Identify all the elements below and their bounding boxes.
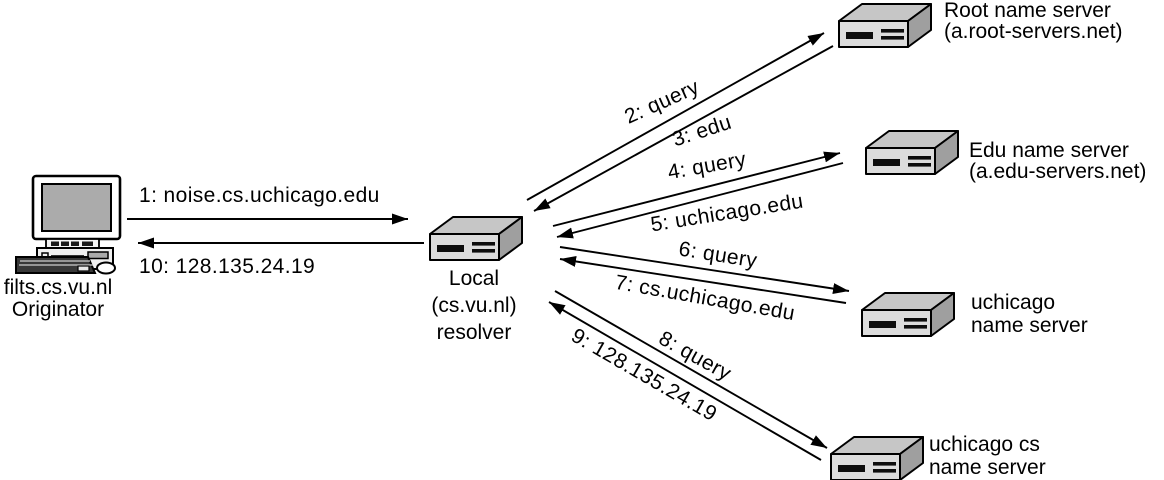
uchicagocs-server-label: uchicago cs name server xyxy=(929,433,1046,479)
uchicago-server-label: uchicago name server xyxy=(971,291,1088,337)
resolver-label: Local (cs.vu.nl) resolver xyxy=(431,267,517,344)
resolver-server-icon xyxy=(429,216,523,261)
arrow-2-resolver-to-root xyxy=(526,32,825,201)
uchicago-server-icon xyxy=(861,292,955,337)
arrow-9-uchicagocs-to-resolver xyxy=(548,301,822,461)
originator-role: Originator xyxy=(11,298,105,321)
mouse xyxy=(96,261,116,275)
arrow-7-uchicago-to-resolver xyxy=(559,255,847,304)
message-1-label: 1: noise.cs.uchicago.edu xyxy=(139,184,380,207)
originator-label: filts.cs.vu.nl Originator xyxy=(4,277,113,321)
edu-server-icon xyxy=(865,130,959,175)
arrow-3-root-to-resolver xyxy=(533,45,834,212)
monitor-screen xyxy=(41,183,112,232)
root-server-label: Root name server (a.root-servers.net) xyxy=(944,0,1123,43)
arrow-4-resolver-to-edu xyxy=(552,151,841,227)
message-10-label: 10: 128.135.24.19 xyxy=(139,255,316,278)
arrow-8-resolver-to-uchicagocs xyxy=(554,290,828,449)
edu-server-label: Edu name server (a.edu-servers.net) xyxy=(969,139,1147,183)
originator-hostname: filts.cs.vu.nl xyxy=(3,276,113,299)
uchicagocs-server-icon xyxy=(830,436,924,480)
desktop-pc-icon xyxy=(15,174,122,275)
arrow-6-resolver-to-uchicago xyxy=(559,246,850,295)
root-server-icon xyxy=(838,3,932,48)
arrow-5-edu-to-resolver xyxy=(556,162,844,239)
